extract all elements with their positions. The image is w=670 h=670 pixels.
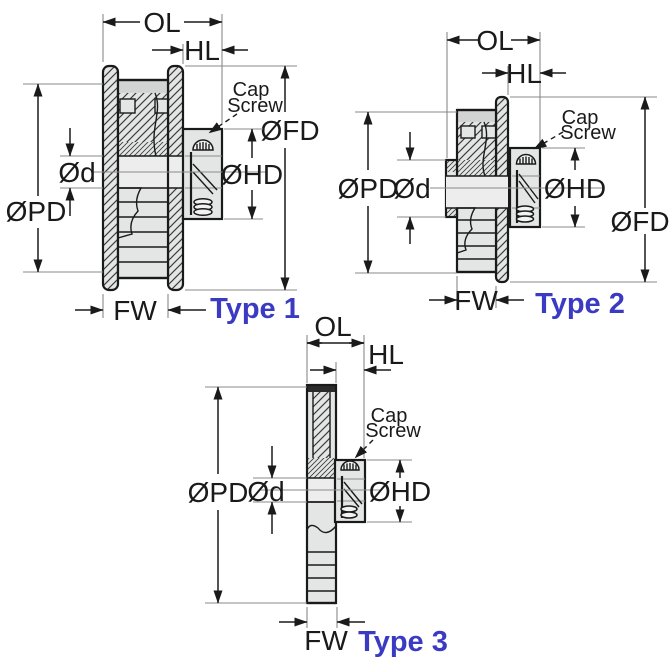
type2-cap-screw-label-line2: Screw (560, 122, 616, 144)
type3-dim-ol: OL (314, 312, 351, 342)
type2-dim-hl: HL (506, 58, 542, 89)
clamp-slot (192, 163, 218, 195)
type1-dim-fd: ØFD (260, 115, 319, 146)
type3-dim-hd: ØHD (369, 476, 431, 507)
type2-dim-d: Ød (393, 173, 430, 204)
break-line (153, 92, 159, 157)
set-screw-icon (340, 505, 358, 519)
type3-dim-pd: ØPD (188, 477, 249, 508)
type-2-figure: OL HL ØPD Ød ØHD ØFD (338, 25, 670, 320)
type3-dimensions: OL HL ØPD Ød ØHD FW (188, 312, 448, 658)
type3-dim-fw: FW (304, 625, 348, 656)
set-screw-icon (515, 205, 535, 223)
bore (446, 176, 508, 208)
type2-dim-fd: ØFD (610, 206, 669, 237)
type1-cap-screw-label-line2: Screw (227, 95, 283, 117)
type3-cap-screw-label-line1: Cap (371, 405, 408, 427)
type3-dim-hl: HL (368, 339, 404, 370)
type1-pulley-drawing (93, 64, 267, 292)
type1-dim-fw: FW (113, 295, 157, 326)
type1-dim-d: Ød (58, 157, 95, 188)
type2-cap-screw-label-line1: Cap (562, 107, 599, 129)
cap-screw-leader (533, 131, 564, 150)
type1-body (116, 78, 183, 280)
type2-pulley-drawing (430, 95, 603, 284)
clamp-slot (518, 173, 539, 204)
type3-body (305, 383, 338, 605)
type1-dim-ol: OL (143, 7, 180, 38)
type1-cap-screw-label-line1: Cap (233, 79, 270, 101)
type1-dim-hd: ØHD (221, 159, 283, 190)
type3-cap-screw-label-line2: Screw (365, 420, 421, 442)
clamp-slot (343, 481, 363, 508)
type3-caption: Type 3 (358, 626, 448, 658)
cap-screw-icon (340, 460, 360, 471)
type2-dim-hd: ØHD (544, 173, 606, 204)
type2-dimensions: OL HL ØPD Ød ØHD ØFD (338, 25, 670, 320)
type1-dim-pd: ØPD (6, 196, 67, 227)
type3-dim-d: Ød (247, 476, 284, 507)
cap-screw-leader (354, 439, 374, 459)
cap-screw-icon (515, 153, 537, 165)
cap-screw-leader (208, 113, 238, 134)
type-3-figure: OL HL ØPD Ød ØHD FW (188, 312, 448, 658)
type2-dim-pd: ØPD (338, 173, 399, 204)
type1-dimensions: OL HL ØFD ØHD Ød ØPD (6, 7, 320, 326)
break-line (482, 121, 488, 177)
type2-dim-fw: FW (454, 285, 498, 316)
type3-hub (333, 458, 367, 524)
cap-screw-icon (192, 139, 214, 151)
set-screw-icon (193, 197, 213, 217)
type1-caption: Type 1 (210, 293, 300, 325)
type-1-figure: OL HL ØFD ØHD Ød ØPD (6, 7, 320, 326)
type1-hub (181, 127, 224, 221)
type1-left-flange (101, 64, 120, 292)
type2-caption: Type 2 (535, 288, 625, 320)
type1-dim-hl: HL (184, 35, 220, 66)
type2-dim-ol: OL (476, 25, 513, 56)
type3-pulley-drawing (260, 383, 382, 605)
